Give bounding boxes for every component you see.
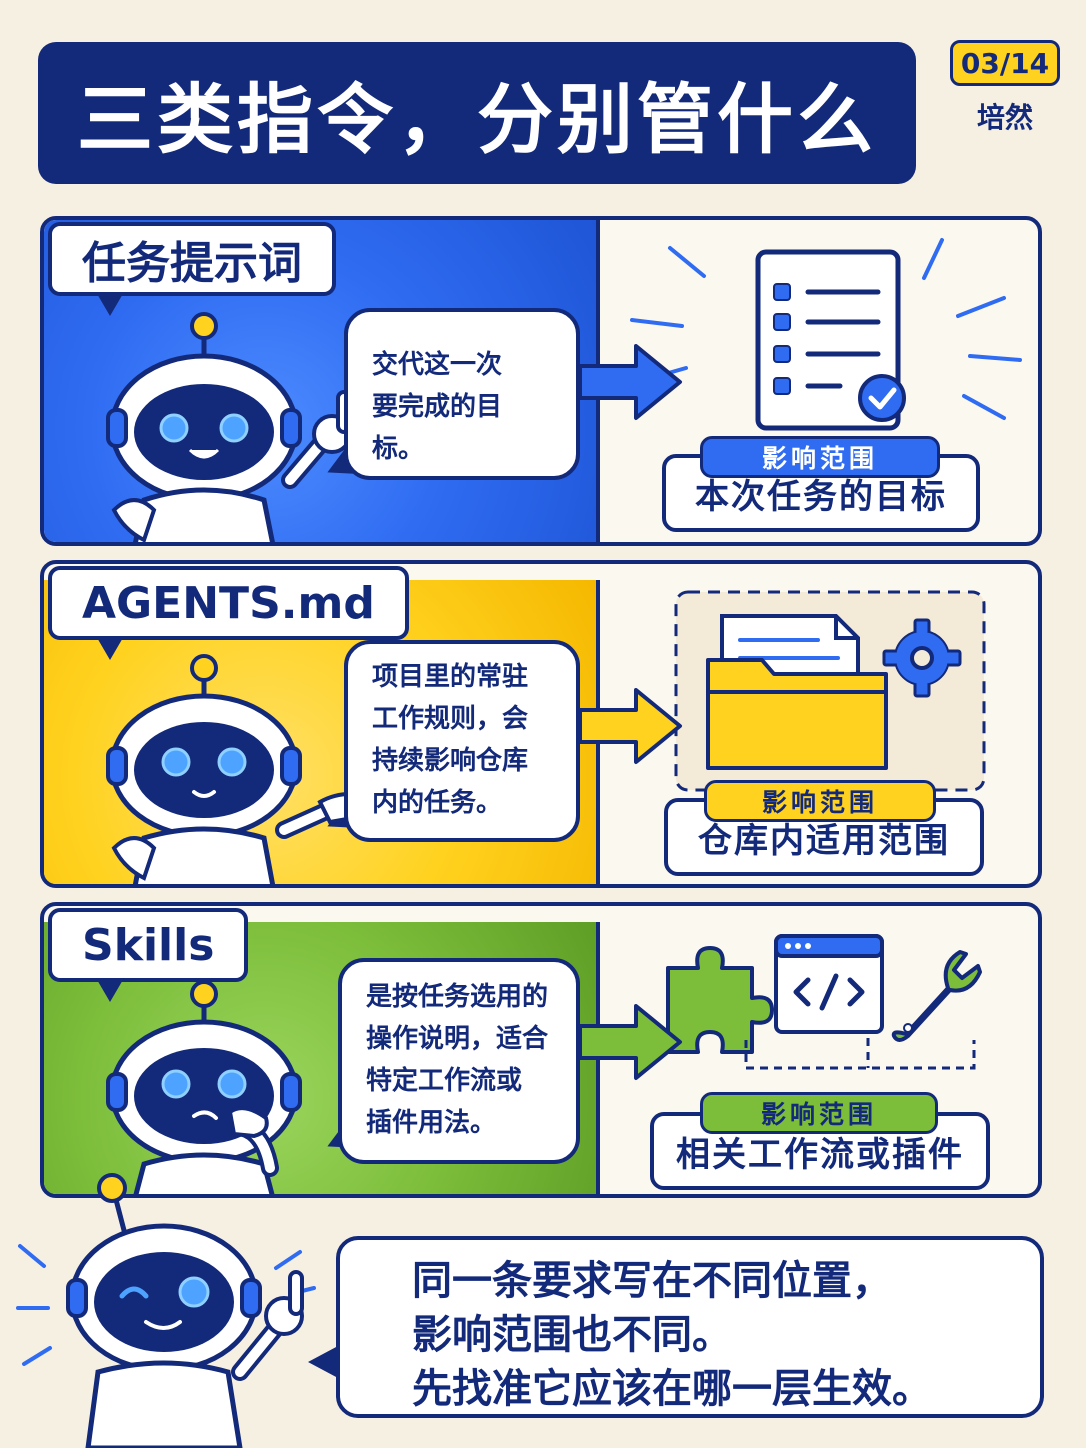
arrow-right-icon — [578, 1004, 682, 1080]
section-skills: Skills 是按任务选用的 操作说明，适合 特定工作流或 插件用法。 — [40, 902, 1042, 1198]
bubble-line: 操作说明，适合 — [366, 1024, 549, 1054]
scope-title-pill: 影响范围 — [704, 780, 936, 822]
folder-with-settings-icon — [674, 590, 986, 792]
section-task-prompt: 任务提示词 交代这一次 要完成的目标。 — [40, 216, 1042, 546]
title-bar: 三类指令，分别管什么 — [38, 42, 916, 184]
bubble-line: 是按任务选用的 — [366, 982, 549, 1012]
summary-line: 影响范围也不同。 — [412, 1312, 732, 1358]
arrow-right-icon — [578, 344, 682, 420]
robot-mascot-winking-icon — [16, 1173, 316, 1448]
section-agents-md: AGENTS.md 项目里的常驻 工作规则，会 持续影响仓库 内的任务。 — [40, 560, 1042, 888]
scope-title-pill: 影响范围 — [700, 436, 940, 478]
bubble-line: 工作规则，会 — [372, 704, 529, 734]
bubble-line: 交代这一次 — [372, 350, 503, 380]
bubble-line: 持续影响仓库 — [372, 746, 529, 776]
description-bubble: 是按任务选用的 操作说明，适合 特定工作流或 插件用法。 — [338, 958, 580, 1164]
robot-mascot-icon — [106, 980, 302, 1194]
author-name: 培然 — [976, 101, 1033, 134]
arrow-right-icon — [578, 688, 682, 764]
section-label: AGENTS.md — [48, 566, 409, 660]
section-label: 任务提示词 — [48, 222, 336, 316]
bubble-line: 特定工作流或 — [366, 1066, 523, 1096]
bubble-tail — [308, 1346, 338, 1378]
page-indicator-badge: 03/14 — [950, 40, 1060, 86]
bubble-line: 要完成的目标。 — [372, 392, 503, 464]
bubble-line: 插件用法。 — [366, 1108, 497, 1138]
summary-bubble: 同一条要求写在不同位置， 影响范围也不同。 先找准它应该在哪一层生效。 — [336, 1236, 1044, 1418]
section-label: Skills — [48, 908, 249, 1002]
checklist-document-icon — [630, 238, 1022, 431]
bubble-line: 项目里的常驻 — [372, 662, 529, 692]
description-bubble: 交代这一次 要完成的目标。 — [344, 308, 580, 480]
summary-line: 同一条要求写在不同位置， — [412, 1258, 892, 1304]
robot-mascot-icon — [106, 654, 382, 884]
summary-line: 先找准它应该在哪一层生效。 — [412, 1366, 932, 1412]
robot-mascot-icon — [106, 312, 352, 542]
puzzle-code-wrench-icon — [666, 934, 982, 1070]
description-bubble: 项目里的常驻 工作规则，会 持续影响仓库 内的任务。 — [344, 640, 580, 842]
bubble-line: 内的任务。 — [372, 788, 503, 818]
scope-title-pill: 影响范围 — [700, 1092, 938, 1134]
page-title: 三类指令，分别管什么 — [77, 75, 877, 164]
